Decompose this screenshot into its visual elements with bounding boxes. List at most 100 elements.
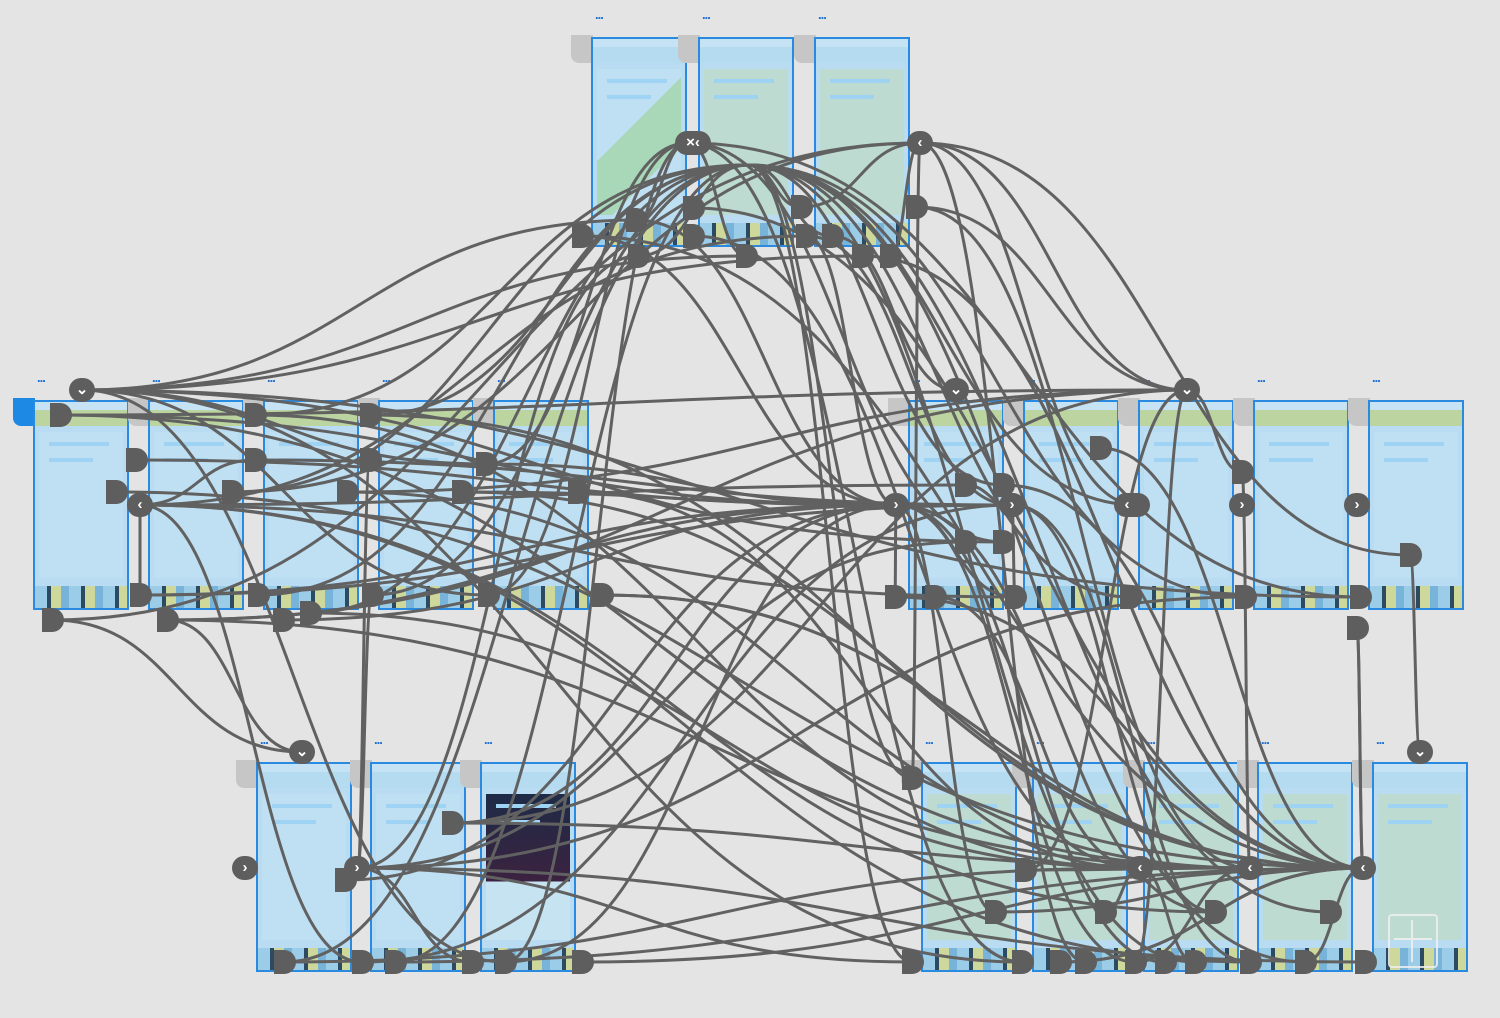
artboard-title[interactable]: ... <box>1147 732 1156 747</box>
artboard-title[interactable]: ... <box>1261 732 1270 747</box>
connection-handle[interactable] <box>1350 585 1372 609</box>
artboard-title[interactable]: ... <box>818 7 827 22</box>
connection-handle[interactable] <box>906 195 928 219</box>
nav-forward-icon[interactable]: › <box>1344 493 1370 517</box>
nav-forward-icon[interactable]: › <box>883 493 909 517</box>
prototype-wire[interactable] <box>81 388 489 597</box>
prototype-wire[interactable] <box>139 458 256 507</box>
artboard-title[interactable]: ... <box>484 732 493 747</box>
prototype-wire[interactable] <box>309 163 749 615</box>
prototype-wire[interactable] <box>257 163 749 597</box>
prototype-wire[interactable] <box>915 205 1188 392</box>
prototype-wire[interactable] <box>831 234 957 392</box>
prototype-wire[interactable] <box>81 218 637 392</box>
connection-handle[interactable] <box>248 583 270 607</box>
artboard-title[interactable]: ... <box>1257 370 1266 385</box>
prototype-wire[interactable] <box>1011 503 1251 964</box>
connection-handle[interactable] <box>462 950 484 974</box>
connection-handle[interactable] <box>1050 950 1072 974</box>
prototype-wire[interactable] <box>81 254 747 392</box>
connection-handle[interactable] <box>1095 900 1117 924</box>
prototype-wire[interactable] <box>601 593 1364 870</box>
prototype-wire[interactable] <box>81 254 861 392</box>
artboard-tab[interactable] <box>1352 760 1374 788</box>
connection-handle[interactable] <box>993 530 1015 554</box>
prototype-wire[interactable] <box>747 163 1331 914</box>
prototype-wire[interactable] <box>747 163 1306 964</box>
prototype-wire[interactable] <box>919 141 1188 392</box>
prototype-wire[interactable] <box>800 141 921 209</box>
nav-down-icon[interactable]: ⌄ <box>69 378 95 402</box>
nav-forward-icon[interactable]: › <box>1229 493 1255 517</box>
prototype-wire[interactable] <box>577 490 1141 870</box>
artboard-title[interactable]: ... <box>1142 370 1151 385</box>
prototype-wire[interactable] <box>747 163 1131 599</box>
connection-handle[interactable] <box>955 473 977 497</box>
prototype-wire[interactable] <box>139 503 363 964</box>
nav-forward-icon[interactable]: › <box>999 493 1025 517</box>
prototype-wire[interactable] <box>1133 388 1189 964</box>
connection-handle[interactable] <box>880 244 902 268</box>
prototype-wire[interactable] <box>231 163 749 494</box>
nav-back-icon[interactable]: ‹ <box>1114 493 1140 517</box>
connection-handle[interactable] <box>1232 460 1254 484</box>
prototype-wire[interactable] <box>356 595 1246 870</box>
prototype-wire[interactable] <box>687 141 1361 599</box>
connection-handle[interactable] <box>683 196 705 220</box>
connection-handle[interactable] <box>1155 950 1177 974</box>
connection-handle[interactable] <box>683 224 705 248</box>
nav-forward-icon[interactable]: › <box>344 856 370 880</box>
prototype-wire[interactable] <box>451 388 1188 825</box>
connection-handle[interactable] <box>822 224 844 248</box>
artboard-tab[interactable] <box>794 35 816 63</box>
connection-handle[interactable] <box>495 950 517 974</box>
connection-handle[interactable] <box>157 608 179 632</box>
connection-handle[interactable] <box>130 583 152 607</box>
prototype-wire[interactable] <box>139 503 1251 964</box>
prototype-wire[interactable] <box>356 254 639 870</box>
prototype-wire[interactable] <box>346 490 1251 870</box>
connection-handle[interactable] <box>352 950 374 974</box>
connection-handle[interactable] <box>1120 585 1142 609</box>
prototype-wire[interactable] <box>81 388 1361 599</box>
nav-forward-icon[interactable]: › <box>232 856 258 880</box>
prototype-wire[interactable] <box>934 595 1141 870</box>
prototype-wire[interactable] <box>1002 483 1364 870</box>
connection-handle[interactable] <box>337 480 359 504</box>
nav-down-icon[interactable]: ⌄ <box>1407 740 1433 764</box>
prototype-wire[interactable] <box>581 234 1364 870</box>
connection-handle[interactable] <box>1015 858 1037 882</box>
connection-handle[interactable] <box>955 530 977 554</box>
prototype-wire[interactable] <box>504 503 897 964</box>
connection-handle[interactable] <box>385 950 407 974</box>
prototype-wire[interactable] <box>254 458 1013 507</box>
prototype-wire[interactable] <box>394 163 749 964</box>
prototype-wire[interactable] <box>861 254 1364 870</box>
artboard-title[interactable]: ... <box>1372 370 1381 385</box>
connection-handle[interactable] <box>245 448 267 472</box>
artboard-screen[interactable] <box>1257 762 1353 972</box>
nav-back-icon[interactable]: ‹ <box>127 493 153 517</box>
connection-handle[interactable] <box>452 480 474 504</box>
prototype-wire[interactable] <box>355 593 374 870</box>
prototype-wire[interactable] <box>166 503 897 622</box>
connection-handle[interactable] <box>902 766 924 790</box>
artboard-title[interactable]: ... <box>497 370 506 385</box>
prototype-wire[interactable] <box>344 503 897 882</box>
prototype-wire[interactable] <box>283 866 1141 964</box>
home-artboard-flag[interactable] <box>13 398 35 426</box>
artboard-tab[interactable] <box>1118 398 1140 426</box>
artboard-screen[interactable] <box>33 400 129 610</box>
prototype-wire[interactable] <box>81 388 506 964</box>
connection-handle[interactable] <box>852 244 874 268</box>
connection-handle[interactable] <box>1235 585 1257 609</box>
connection-handle[interactable] <box>985 900 1007 924</box>
prototype-wire[interactable] <box>805 234 897 507</box>
connection-handle[interactable] <box>1075 950 1097 974</box>
artboard-title[interactable]: ... <box>260 732 269 747</box>
prototype-wire[interactable] <box>51 618 303 754</box>
prototype-wire[interactable] <box>485 141 689 466</box>
connection-handle[interactable] <box>1347 616 1369 640</box>
connection-handle[interactable] <box>1295 950 1317 974</box>
prototype-wire[interactable] <box>894 595 1364 870</box>
